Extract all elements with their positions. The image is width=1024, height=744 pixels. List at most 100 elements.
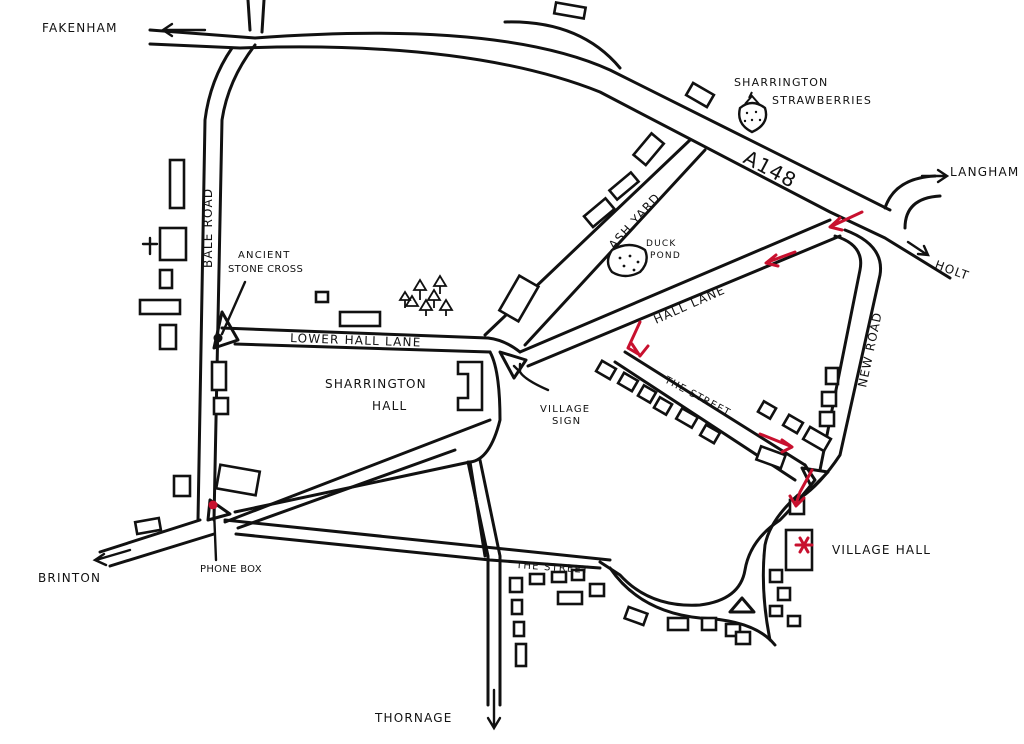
building: [512, 620, 526, 638]
building-sharrington-hall: [456, 360, 484, 412]
building: [158, 226, 188, 262]
buildings: [133, 0, 840, 668]
label-langham: LANGHAM: [950, 165, 1019, 179]
building: [674, 406, 700, 430]
island-phone-box: [206, 498, 232, 522]
arrow-langham-icon: [920, 168, 950, 184]
stone-cross-pointer: [220, 280, 247, 336]
map-labels: FAKENHAM LANGHAM HOLT BRINTON THORNAGE A…: [38, 21, 1019, 725]
building: [622, 605, 650, 627]
building: [550, 570, 568, 584]
building: [570, 568, 586, 582]
building: [172, 474, 192, 498]
phone-box-pointer: [212, 508, 218, 562]
road-south-loop-outer: [598, 463, 817, 607]
label-duck-pond-1: DUCK: [646, 239, 677, 249]
building: [631, 131, 666, 167]
label-strawberries-1: SHARRINGTON: [734, 76, 828, 89]
building: [528, 572, 546, 586]
road-brinton-s: [108, 532, 216, 568]
building: [556, 590, 584, 606]
island-south-loop: [728, 596, 756, 614]
road-top-loop: [503, 20, 622, 70]
label-stone-cross-2: STONE CROSS: [228, 264, 303, 275]
arrow-holt-icon: [906, 240, 930, 257]
label-village-sign-2: SIGN: [552, 416, 581, 427]
label-the-street-lower: THE STREET: [515, 560, 590, 576]
road-diag-2: [223, 418, 492, 524]
building: [214, 463, 262, 497]
label-thornage: THORNAGE: [374, 711, 453, 725]
road-brinton-n: [98, 518, 202, 554]
road-langham: [883, 174, 942, 230]
island-stone-cross: [212, 310, 240, 350]
building: [824, 366, 840, 386]
label-a148: A148: [740, 145, 801, 193]
label-strawberries-2: STRAWBERRIES: [772, 94, 872, 107]
direction-arrows: [92, 22, 950, 731]
road-lower-hall-lane-n: [220, 326, 490, 340]
road-central-s: [468, 350, 502, 464]
building: [734, 630, 752, 646]
label-new-road: NEW ROAD: [855, 311, 885, 389]
road-hall-lane-s: [526, 234, 842, 368]
village-sign-pointer: [512, 362, 550, 392]
building: [588, 582, 606, 598]
building: [514, 642, 528, 668]
route-arrow-icon: [626, 320, 650, 358]
road-hall-lane-n: [518, 218, 832, 354]
building: [698, 423, 722, 445]
route-arrow-icon: [758, 432, 794, 454]
building: [756, 399, 778, 421]
label-brinton: BRINTON: [38, 571, 101, 585]
road-bale-outer: [196, 46, 234, 522]
arrow-brinton-icon: [92, 548, 132, 567]
strawberry-icon: [738, 91, 768, 134]
building: [158, 323, 178, 351]
building: [212, 396, 230, 416]
road-top-stub: [246, 0, 266, 34]
building: [754, 444, 788, 471]
building: [168, 158, 186, 210]
building: [510, 598, 524, 616]
road-the-street-lower-s: [234, 532, 602, 570]
road-the-street-lower-n: [223, 518, 612, 562]
building: [700, 616, 718, 632]
phone-box-dot-icon: [208, 500, 218, 510]
label-hall-2: HALL: [372, 399, 407, 413]
village-hall-asterisk-icon: [794, 536, 814, 554]
label-hall-lane: HALL LANE: [652, 283, 728, 327]
tree-icon: [398, 274, 454, 316]
building: [684, 81, 716, 109]
building: [552, 0, 588, 21]
label-bale-road: BALE ROAD: [201, 188, 215, 268]
route-arrow-icon: [788, 468, 814, 508]
building: [594, 359, 618, 381]
route-arrows: [626, 210, 864, 554]
building: [652, 395, 674, 417]
building: [801, 425, 833, 453]
building: [607, 170, 641, 202]
stone-cross-dot-icon: [213, 333, 223, 343]
label-hall-1: SHARRINGTON: [325, 377, 427, 391]
label-village-sign-1: VILLAGE: [540, 404, 590, 415]
building: [508, 576, 524, 594]
label-village-hall: VILLAGE HALL: [832, 543, 931, 557]
label-stone-cross-1: ANCIENT: [238, 250, 291, 261]
label-duck-pond-2: POND: [650, 251, 681, 261]
building: [818, 410, 836, 428]
building: [497, 273, 541, 324]
road-a148-north: [148, 28, 892, 212]
building: [314, 290, 330, 304]
building: [616, 371, 640, 393]
road-south-loop-inner: [761, 493, 800, 642]
label-lower-hall-lane: LOWER HALL LANE: [290, 331, 422, 350]
building: [133, 516, 163, 536]
road-lower-hall-lane-s: [233, 342, 492, 354]
road-lower-loop: [608, 566, 777, 647]
building: [210, 360, 228, 392]
duck-pond-icon: [606, 243, 648, 278]
building: [582, 196, 617, 229]
duck-pond-texture: [618, 254, 640, 272]
building: [768, 568, 784, 584]
